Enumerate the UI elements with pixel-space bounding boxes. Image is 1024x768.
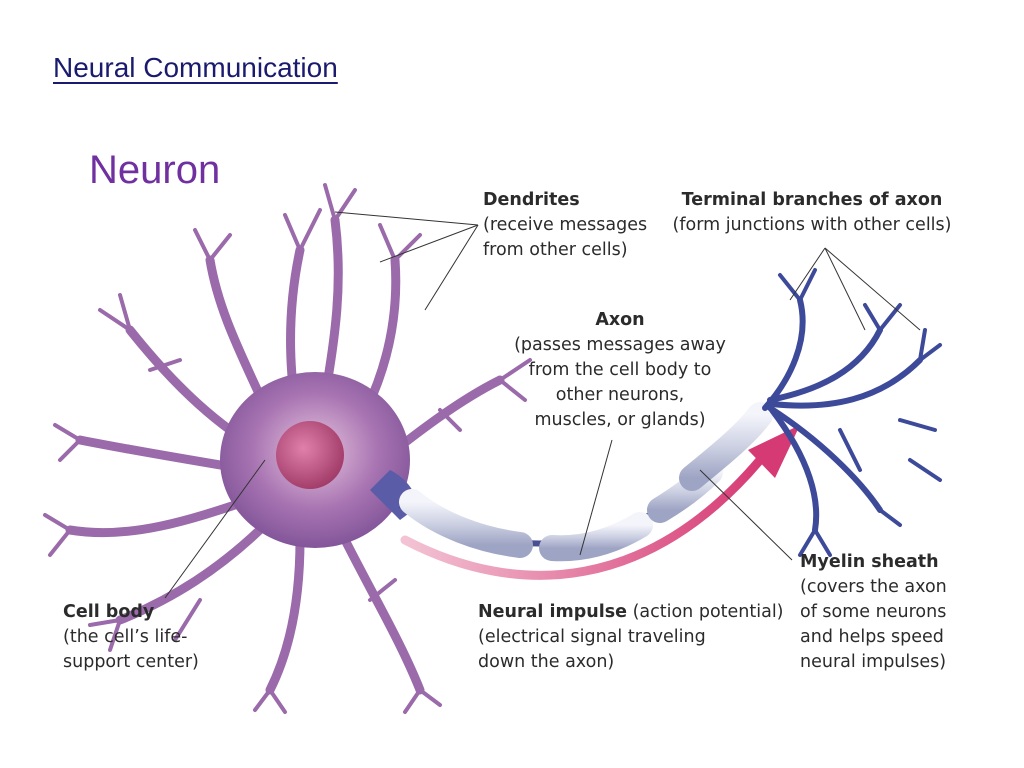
- terminal-branches: [762, 268, 942, 557]
- label-dendrites-line-2: from other cells): [483, 240, 628, 260]
- label-myelin-line-2: of some neurons: [800, 602, 947, 622]
- label-cell-body-name: Cell body: [63, 602, 155, 622]
- label-terminal-line-1: (form junctions with other cells): [672, 215, 952, 235]
- label-axon-line-3: other neurons,: [555, 385, 685, 405]
- label-dendrites-line-1: (receive messages: [483, 215, 648, 235]
- label-axon-line-4: muscles, or glands): [534, 410, 706, 430]
- label-impulse-line-2: down the axon): [478, 652, 615, 672]
- label-impulse-suffix: (action potential): [627, 602, 784, 622]
- label-neural-impulse: Neural impulse (action potential) (elect…: [478, 600, 784, 675]
- label-impulse-line-1: (electrical signal traveling: [478, 627, 706, 647]
- label-cell-body-line-2: support center): [63, 652, 199, 672]
- label-axon-line-2: from the cell body to: [528, 360, 712, 380]
- slide-title: Neural Communication: [53, 52, 338, 83]
- label-myelin-line-1: (covers the axon: [800, 577, 947, 597]
- myelin-sheath: [399, 402, 773, 562]
- label-impulse-name: Neural impulse: [478, 602, 628, 622]
- label-terminal-branches: Terminal branches of axon (form junction…: [672, 188, 952, 238]
- label-axon-line-1: (passes messages away: [514, 335, 726, 355]
- label-myelin-line-4: neural impulses): [800, 652, 947, 672]
- label-dendrites: Dendrites (receive messages from other c…: [483, 188, 647, 263]
- label-axon: Axon (passes messages away from the cell…: [510, 308, 730, 433]
- label-cell-body-line-1: (the cell’s life-: [63, 627, 188, 647]
- leader-lines: [164, 211, 921, 599]
- label-axon-name: Axon: [595, 310, 645, 330]
- label-myelin-line-3: and helps speed: [800, 627, 944, 647]
- impulse-arrow: [400, 425, 800, 580]
- label-myelin-sheath: Myelin sheath (covers the axon of some n…: [800, 550, 947, 675]
- label-myelin-name: Myelin sheath: [800, 552, 939, 572]
- label-dendrites-name: Dendrites: [483, 190, 580, 210]
- cell-body: [220, 372, 420, 548]
- nucleus: [276, 421, 344, 489]
- label-terminal-name: Terminal branches of axon: [681, 190, 943, 210]
- label-cell-body: Cell body (the cell’s life- support cent…: [63, 600, 199, 675]
- slide-heading: Neuron: [89, 148, 221, 192]
